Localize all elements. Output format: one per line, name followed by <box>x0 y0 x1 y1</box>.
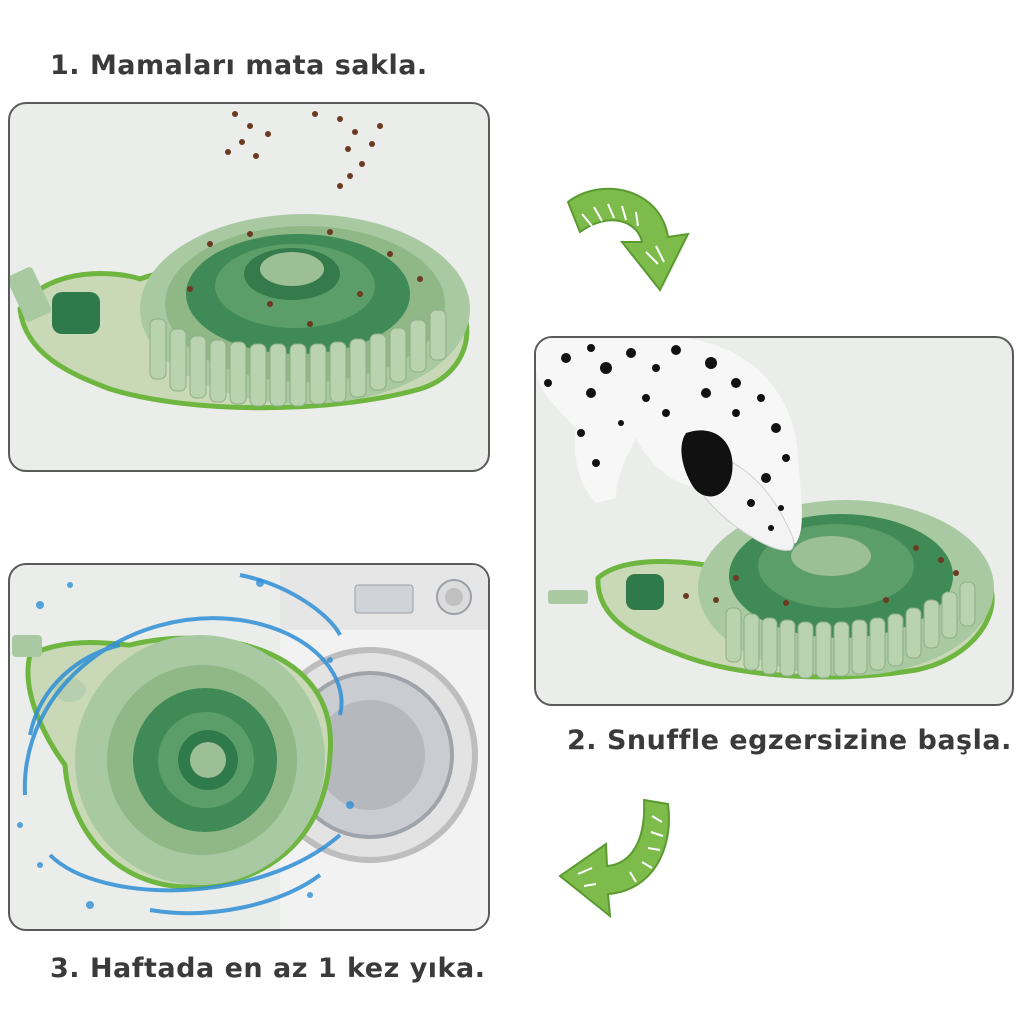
water-splash-image <box>22 573 344 916</box>
dog-image <box>536 338 995 680</box>
curved-arrow-icon <box>566 187 690 292</box>
step-2-label: 2. Snuffle egzersizine başla. <box>567 725 1012 756</box>
kibble-image <box>187 111 423 327</box>
step-2-panel <box>534 336 1014 706</box>
step-1-label: 1. Mamaları mata sakla. <box>50 50 428 81</box>
snuffle-mat-image <box>10 111 470 411</box>
step-1-panel <box>8 102 490 472</box>
step-3-panel <box>8 563 490 931</box>
washing-machine-image <box>12 565 488 929</box>
curved-arrow-icon <box>558 798 670 919</box>
step-3-label: 3. Haftada en az 1 kez yıka. <box>50 953 486 984</box>
